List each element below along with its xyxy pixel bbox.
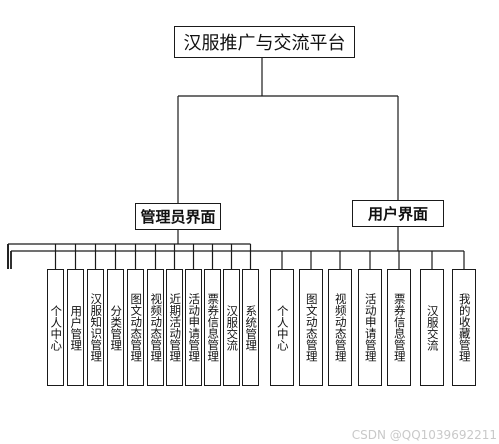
- user-interface-node: 用户界面: [352, 200, 444, 227]
- admin-leaf-label: 汉服知识管理: [89, 293, 104, 362]
- watermark: CSDN @QQ1039692211: [351, 428, 497, 442]
- user-interface-label: 用户界面: [367, 205, 428, 223]
- user-leaf-label: 个人中心: [275, 304, 290, 351]
- admin-leaf-label: 汉服交流: [225, 304, 240, 351]
- admin-interface-node: 管理员界面: [135, 203, 221, 230]
- admin-leaf-3: 汉服知识管理: [87, 269, 104, 386]
- user-leaf-3: 视频动态管理: [328, 269, 352, 386]
- admin-leaf-11: 系统管理: [242, 269, 259, 386]
- admin-leaf-label: 系统管理: [244, 304, 259, 351]
- user-leaf-1: 个人中心: [270, 269, 294, 386]
- admin-leaf-label: 活动申请管理: [187, 293, 202, 362]
- admin-leaf-7: 近期活动管理: [166, 269, 183, 386]
- admin-leaf-label: 视频动态管理: [149, 293, 164, 362]
- admin-leaf-label: 个人中心: [49, 304, 64, 351]
- root-node: 汉服推广与交流平台: [174, 26, 355, 58]
- admin-leaf-1: 个人中心: [47, 269, 64, 386]
- admin-leaf-label: 近期活动管理: [168, 293, 183, 362]
- user-leaf-label: 汉服交流: [425, 304, 440, 351]
- admin-leaf-5: 图文动态管理: [127, 269, 144, 386]
- user-leaf-7: 我的收藏管理: [452, 269, 476, 386]
- admin-leaf-2: 用户管理: [67, 269, 84, 386]
- user-leaf-label: 图文动态管理: [304, 293, 319, 362]
- leaf-connectors: [7, 227, 465, 269]
- admin-leaf-label: 图文动态管理: [129, 293, 144, 362]
- user-leaf-label: 视频动态管理: [333, 293, 348, 362]
- user-leaf-6: 汉服交流: [420, 269, 444, 386]
- user-leaf-label: 票券信息管理: [392, 293, 407, 362]
- user-leaf-2: 图文动态管理: [299, 269, 323, 386]
- user-leaf-5: 票券信息管理: [387, 269, 411, 386]
- admin-leaf-9: 票券信息管理: [204, 269, 221, 386]
- admin-leaf-label: 票券信息管理: [206, 293, 221, 362]
- admin-leaf-6: 视频动态管理: [147, 269, 164, 386]
- admin-leaf-8: 活动申请管理: [185, 269, 202, 386]
- admin-leaf-label: 用户管理: [69, 304, 84, 351]
- admin-interface-label: 管理员界面: [140, 208, 216, 226]
- root-label: 汉服推广与交流平台: [183, 33, 346, 54]
- admin-leaf-label: 分类管理: [109, 304, 124, 351]
- user-leaf-label: 我的收藏管理: [457, 293, 472, 362]
- admin-leaf-4: 分类管理: [107, 269, 124, 386]
- user-leaf-4: 活动申请管理: [358, 269, 382, 386]
- user-leaf-label: 活动申请管理: [363, 293, 378, 362]
- admin-leaf-10: 汉服交流: [223, 269, 240, 386]
